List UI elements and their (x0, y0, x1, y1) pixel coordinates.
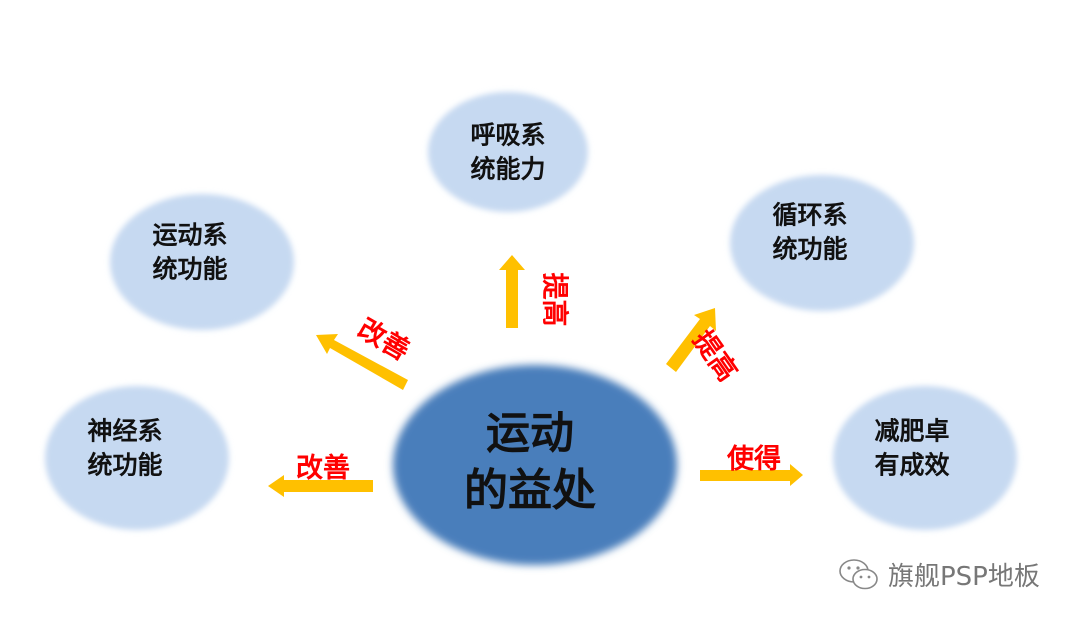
label-right: 使得 (727, 444, 781, 475)
node-text: 神经系 (87, 416, 163, 446)
node-motor: 运动系 统功能 (152, 218, 227, 286)
node-text: 统功能 (152, 254, 228, 283)
node-nervous: 神经系 统功能 (87, 414, 162, 482)
node-upper-left-ellipse (110, 194, 294, 330)
arrow-upper-left (316, 334, 408, 390)
node-upper-right-ellipse (730, 175, 914, 311)
label-left: 改善 (296, 453, 350, 484)
arrow-up (499, 255, 525, 328)
node-top-ellipse (428, 92, 588, 212)
node-text: 统功能 (772, 234, 848, 263)
node-lower-right-ellipse (833, 386, 1017, 530)
node-circulatory: 循环系 统功能 (772, 198, 847, 266)
arrow-left (268, 475, 373, 497)
label-top: 提高 (538, 272, 570, 327)
watermark-text: 旗舰PSP地板 (888, 562, 1040, 592)
arrow-right (700, 464, 803, 486)
center-text: 运动 (486, 407, 574, 459)
node-text: 有成效 (874, 450, 950, 479)
arrow-up-right (666, 308, 716, 372)
node-weight-loss: 减肥卓 有成效 (874, 414, 949, 482)
node-respiratory: 呼吸系 统能力 (470, 118, 545, 186)
node-text: 呼吸系 (470, 120, 546, 150)
node-text: 循环系 (772, 200, 848, 230)
node-text: 统能力 (470, 154, 546, 183)
center-ellipse (393, 365, 677, 565)
node-text: 减肥卓 (874, 416, 950, 446)
center-text: 的益处 (464, 465, 596, 516)
node-text: 统功能 (87, 450, 163, 479)
watermark: 旗舰PSP地板 (838, 556, 1040, 593)
node-lower-left-ellipse (45, 386, 229, 530)
node-text: 运动系 (152, 220, 228, 250)
wechat-icon (839, 558, 878, 589)
center-node: 运动 的益处 (464, 405, 596, 519)
